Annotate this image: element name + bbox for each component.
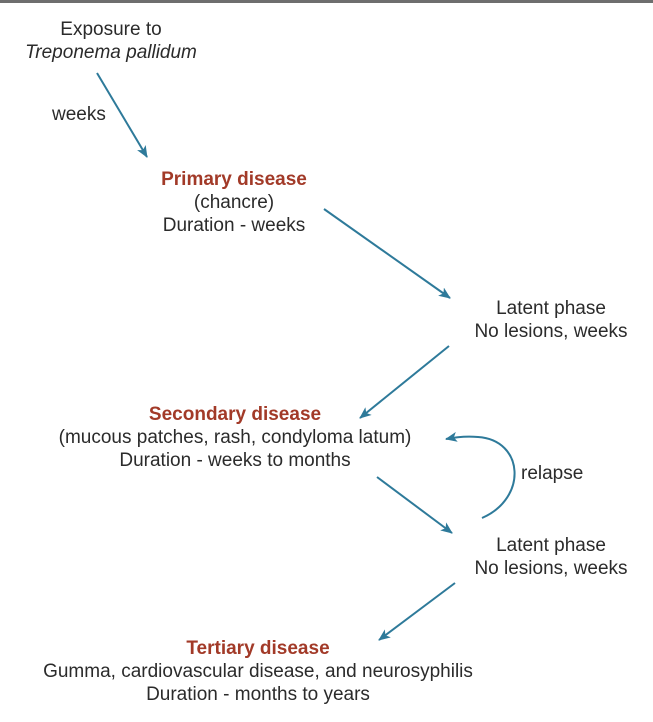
node-latent-phase-2: Latent phase No lesions, weeks (456, 534, 646, 580)
latent2-title: Latent phase (496, 535, 606, 556)
node-exposure: Exposure to Treponema pallidum (0, 18, 222, 64)
edge-label-relapse: relapse (521, 463, 584, 484)
arrow-relapse-curve (445, 431, 516, 519)
arrow-exposure-to-primary (96, 72, 148, 158)
exposure-organism: Treponema pallidum (25, 42, 197, 63)
latent1-title: Latent phase (496, 298, 606, 319)
secondary-disease-title: Secondary disease (148, 404, 322, 425)
tertiary-disease-detail: Gumma, cardiovascular disease, and neuro… (43, 661, 473, 682)
arrow-latent1-to-secondary (359, 345, 450, 419)
primary-disease-detail: (chancre) (193, 192, 275, 213)
secondary-disease-detail: (mucous patches, rash, condyloma latum) (58, 427, 412, 448)
tertiary-disease-title: Tertiary disease (186, 638, 330, 659)
latent1-detail: No lesions, weeks (474, 321, 628, 342)
node-secondary-disease: Secondary disease (mucous patches, rash,… (24, 403, 446, 472)
primary-disease-title: Primary disease (161, 169, 307, 190)
edge-label-weeks: weeks (52, 104, 106, 125)
node-tertiary-disease: Tertiary disease Gumma, cardiovascular d… (4, 637, 512, 706)
latent2-detail: No lesions, weeks (474, 558, 628, 579)
primary-disease-duration: Duration - weeks (162, 215, 306, 236)
arrow-secondary-to-latent2 (376, 476, 453, 534)
top-border (0, 0, 653, 3)
tertiary-disease-duration: Duration - months to years (146, 684, 370, 705)
arrow-primary-to-latent1 (323, 208, 451, 299)
node-primary-disease: Primary disease (chancre) Duration - wee… (134, 168, 334, 237)
exposure-line1: Exposure to (60, 19, 162, 40)
arrow-latent2-to-tertiary (378, 582, 456, 641)
secondary-disease-duration: Duration - weeks to months (119, 450, 351, 471)
node-latent-phase-1: Latent phase No lesions, weeks (456, 297, 646, 343)
